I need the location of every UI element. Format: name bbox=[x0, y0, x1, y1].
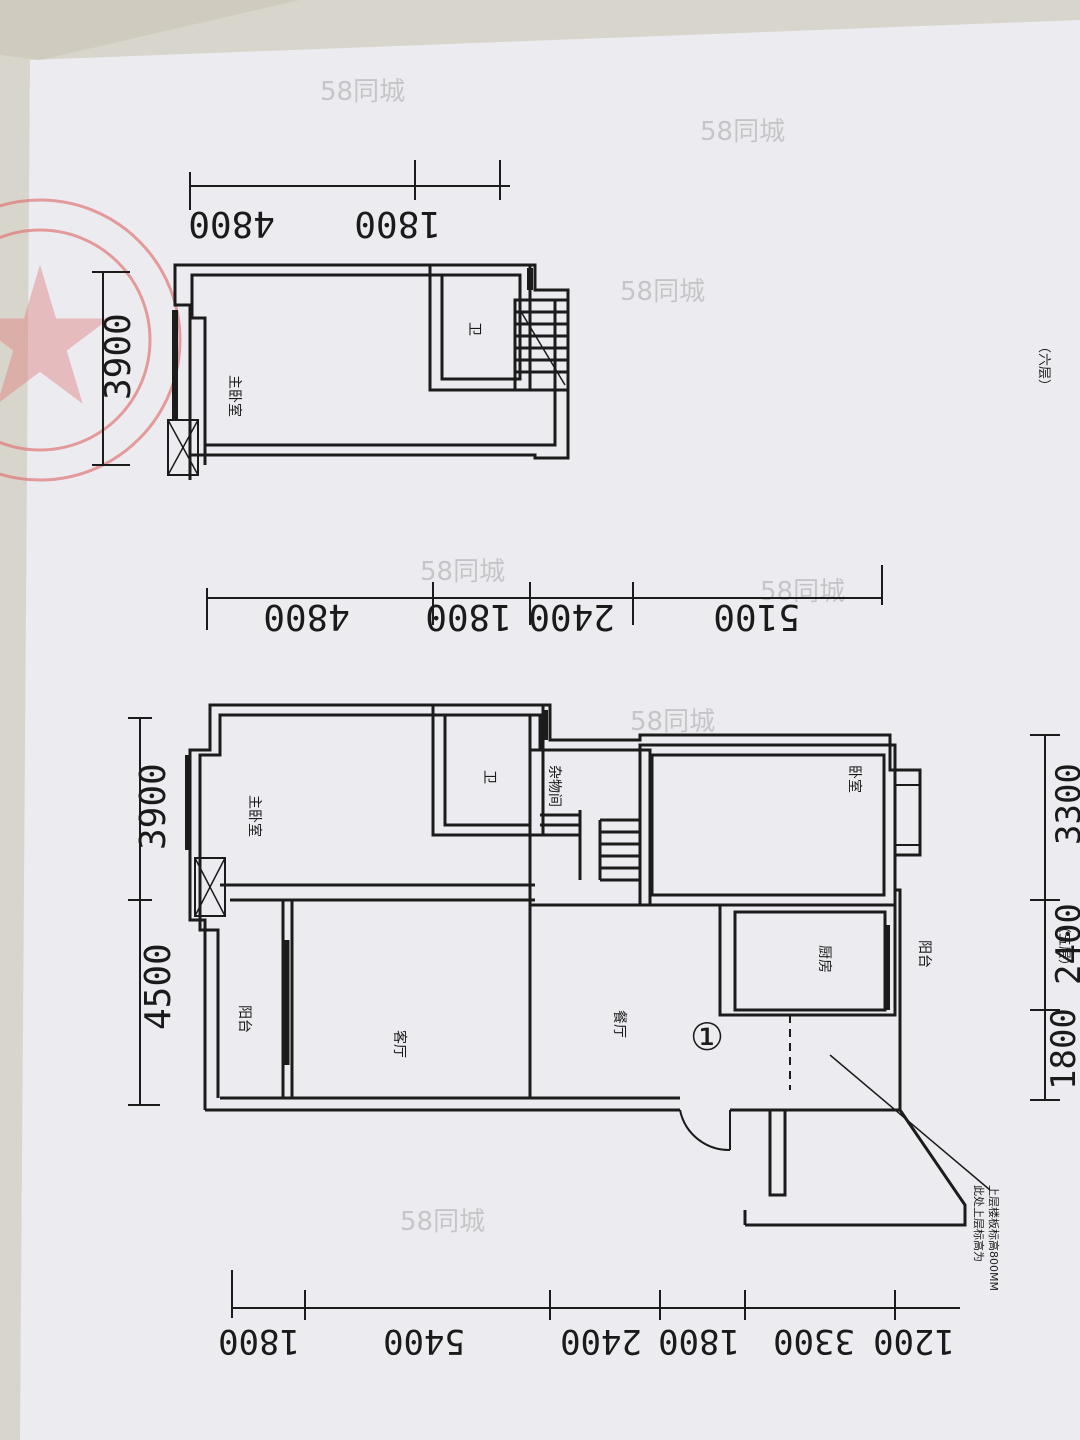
room-bedroom: 卧室 bbox=[846, 765, 863, 793]
upper-room-master-bedroom: 主卧室 bbox=[226, 375, 243, 417]
dim-bottom-1200: 1200 bbox=[873, 1321, 955, 1361]
dim-top-3900: 3900 bbox=[133, 763, 174, 850]
watermark: 58同城 bbox=[420, 557, 505, 587]
room-storage: 杂物间 bbox=[546, 765, 562, 807]
dim-bottom-5400: 5400 bbox=[383, 1321, 465, 1361]
upper-dim-top-3900: 3900 bbox=[98, 313, 139, 400]
upper-floor-note: （六层） bbox=[1036, 340, 1051, 392]
lower-floor-plan bbox=[185, 703, 991, 1227]
room-dining: 餐厅 bbox=[611, 1010, 627, 1038]
room-wc: 卫 bbox=[481, 770, 497, 784]
annotation-line-2: 上层楼板标高800MM bbox=[987, 1185, 1001, 1291]
dim-bottom-2400: 2400 bbox=[560, 1321, 642, 1361]
dim-right-1800: 1800 bbox=[425, 596, 512, 637]
watermark: 58同城 bbox=[630, 707, 715, 737]
room-balcony-front: 阳台 bbox=[236, 1005, 252, 1033]
dim-right-2400: 2400 bbox=[528, 596, 615, 637]
watermark-group: 58同城 58同城 58同城 58同城 58同城 58同城 58同城 bbox=[320, 77, 845, 1237]
dim-right-5100: 5100 bbox=[713, 596, 800, 637]
watermark: 58同城 bbox=[700, 117, 785, 147]
watermark: 58同城 bbox=[620, 277, 705, 307]
dim-left-2400: 2400 bbox=[1049, 903, 1080, 985]
room-kitchen: 厨房 bbox=[816, 945, 832, 973]
dim-bottom-3300: 3300 bbox=[773, 1321, 855, 1361]
room-master-bedroom: 主卧室 bbox=[246, 795, 263, 837]
dim-left-3300: 3300 bbox=[1049, 763, 1080, 845]
dim-right-4800: 4800 bbox=[263, 596, 350, 637]
dim-bottom-1800b: 1800 bbox=[658, 1321, 740, 1361]
lower-dimension-lines bbox=[128, 565, 1060, 1320]
upper-floor-plan bbox=[167, 263, 570, 480]
room-balcony-kitchen: 阳台 bbox=[916, 940, 932, 968]
upper-dim-right-1800: 1800 bbox=[354, 203, 441, 244]
red-stamp bbox=[0, 198, 182, 482]
paper-edge bbox=[0, 0, 300, 60]
annotation-line-1: 此处上层标高为 bbox=[972, 1185, 986, 1262]
upper-room-wc: 卫 bbox=[466, 322, 482, 336]
room-living: 客厅 bbox=[391, 1030, 408, 1058]
watermark: 58同城 bbox=[320, 77, 405, 107]
watermark: 58同城 bbox=[400, 1207, 485, 1237]
dim-top-4500: 4500 bbox=[138, 943, 179, 1030]
watermark: 58同城 bbox=[760, 577, 845, 607]
marker-circle-1: ① bbox=[690, 1015, 724, 1059]
dim-left-1800: 1800 bbox=[1044, 1008, 1080, 1090]
upper-dimension-lines bbox=[92, 160, 510, 466]
upper-dim-right-4800: 4800 bbox=[188, 203, 275, 244]
dim-bottom-1800: 1800 bbox=[218, 1321, 300, 1361]
lower-floor-note: （五层） bbox=[1056, 920, 1071, 972]
